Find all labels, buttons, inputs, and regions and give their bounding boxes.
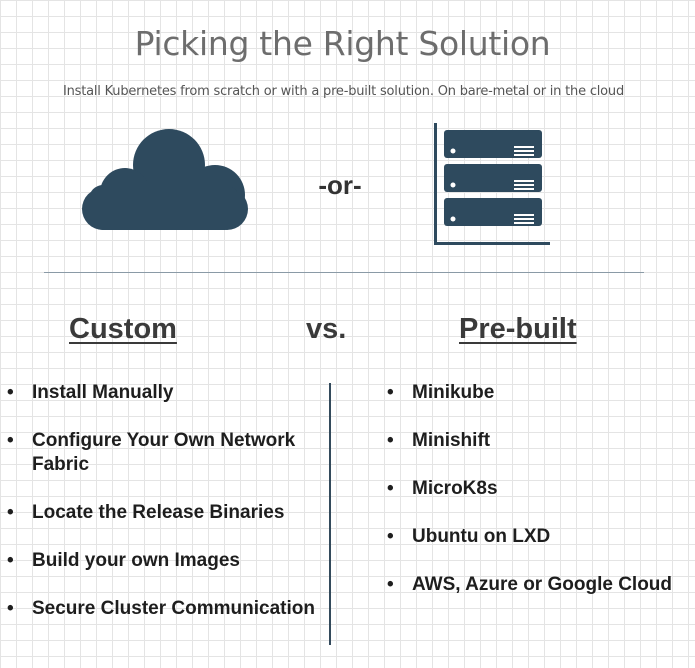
page-subtitle: Install Kubernetes from scratch or with … [62,84,625,99]
bullet: • [7,598,14,619]
bullet: • [387,430,394,451]
list-item-text: Configure Your Own Network Fabric [32,430,296,475]
bullet: • [387,478,394,499]
list-item: • Ubuntu on LXD [384,525,690,549]
list-item: • Configure Your Own Network Fabric [4,429,324,477]
list-item: • Minikube [384,381,690,405]
vs-label: vs. [306,313,347,345]
list-item-text: Ubuntu on LXD [412,526,551,547]
list-item-text: AWS, Azure or Google Cloud [412,574,673,595]
custom-list: • Install Manually • Configure Your Own Ne… [4,381,324,645]
bullet: • [387,526,394,547]
bullet: • [387,574,394,595]
list-item-text: Build your own Images [32,550,240,571]
list-item-text: Secure Cluster Communication [32,598,315,619]
prebuilt-heading: Pre-built [459,313,577,345]
bullet: • [7,550,14,571]
list-item-text: Install Manually [32,382,174,403]
list-item: • Minishift [384,429,690,453]
bullet: • [7,382,14,403]
list-item: • AWS, Azure or Google Cloud [384,573,690,597]
list-item-text: Minikube [412,382,495,403]
page-title: Picking the Right Solution [134,24,551,63]
column-divider [329,383,331,645]
list-item-text: Locate the Release Binaries [32,502,285,523]
list-item-text: Minishift [412,430,491,451]
list-item: • Locate the Release Binaries [4,501,324,525]
list-item: • MicroK8s [384,477,690,501]
bullet: • [387,382,394,403]
list-item: • Install Manually [4,381,324,405]
server-rack-icon [434,123,550,245]
bullet: • [7,502,14,523]
bullet: • [7,430,14,451]
or-separator: -or- [318,170,362,200]
section-divider [44,272,644,273]
custom-heading: Custom [69,313,177,345]
cloud-icon [82,129,248,230]
prebuilt-list: • Minikube • Minishift • MicroK8s • Ubuntu o… [384,381,690,621]
list-item-text: MicroK8s [412,478,498,499]
list-item: • Secure Cluster Communication [4,597,324,621]
list-item: • Build your own Images [4,549,324,573]
